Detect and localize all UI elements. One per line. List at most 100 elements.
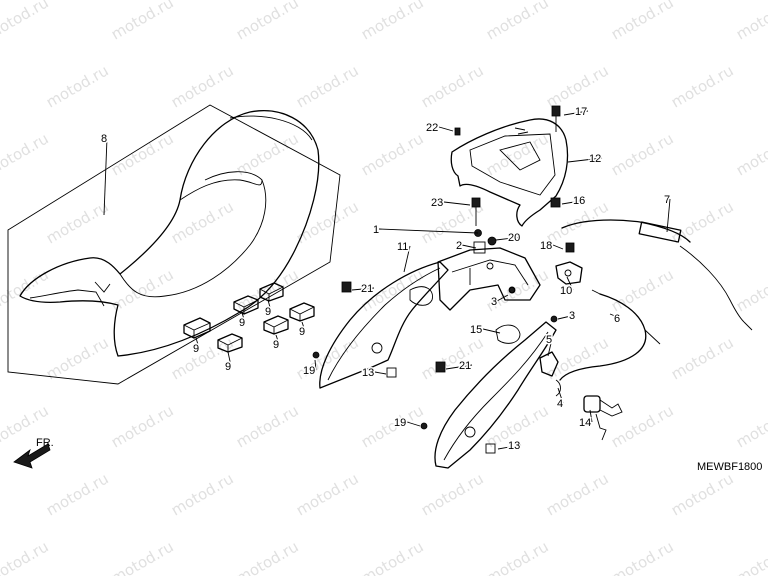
callout-number[interactable]: 9	[264, 305, 273, 320]
key-cylinder-14[interactable]	[583, 395, 623, 441]
callout-leader	[567, 157, 603, 163]
callout-leader	[609, 313, 621, 319]
bolt-23[interactable]	[471, 197, 481, 208]
watermark-text: motod.ru	[608, 401, 677, 451]
watermark-text: motod.ru	[543, 333, 612, 383]
seat-cushion-9-d[interactable]	[217, 333, 243, 353]
callout-number[interactable]: 1	[372, 223, 381, 238]
callout-number[interactable]: 23	[430, 196, 445, 211]
callout-number[interactable]: 5	[545, 333, 554, 348]
seat-cushion-9-f[interactable]	[289, 302, 315, 322]
watermark-text: motod.ru	[293, 61, 362, 111]
watermark-text: motod.ru	[108, 537, 177, 576]
side-cover-left-11[interactable]	[319, 261, 449, 389]
bolt-21-b[interactable]	[435, 361, 446, 373]
screw-19-b[interactable]	[420, 422, 428, 430]
callout-number[interactable]: 12	[588, 152, 603, 167]
watermark-text: motod.ru	[233, 401, 302, 451]
seat-bracket[interactable]	[437, 247, 541, 311]
callout-leader	[374, 371, 387, 375]
bolt-21-a[interactable]	[341, 281, 352, 293]
seat-cushion-9-a[interactable]	[183, 317, 211, 339]
callout-number[interactable]: 9	[238, 316, 247, 331]
seat-cushion-9-c[interactable]	[259, 282, 284, 302]
callout-number[interactable]: 15	[469, 323, 484, 338]
callout-leader	[495, 236, 522, 241]
callout-number[interactable]: 14	[578, 416, 593, 431]
callout-leader	[314, 359, 317, 371]
callout-leader	[241, 312, 246, 323]
seat-group-frame	[7, 104, 341, 385]
callout-number[interactable]: 18	[539, 239, 554, 254]
callout-number[interactable]: 9	[224, 360, 233, 375]
bolt-22[interactable]	[454, 127, 461, 136]
callout-number[interactable]: 10	[559, 284, 574, 299]
clip-3-a[interactable]	[509, 287, 515, 293]
callout-number[interactable]: 21	[458, 359, 473, 374]
callout-number[interactable]: 6	[613, 312, 622, 327]
callout-number[interactable]: 13	[507, 439, 522, 454]
diagram-code: MEWBF1800	[697, 461, 762, 473]
callout-leader	[666, 198, 671, 233]
callout-leader	[438, 126, 454, 132]
callout-leader	[497, 444, 522, 450]
clip-3-b[interactable]	[550, 315, 558, 323]
callout-number[interactable]: 9	[298, 325, 307, 340]
callout-number[interactable]: 4	[556, 397, 565, 412]
watermark-text: motod.ru	[733, 265, 768, 315]
watermark-text: motod.ru	[168, 469, 237, 519]
bolt-17[interactable]	[551, 105, 561, 117]
callout-number[interactable]: 8	[100, 132, 109, 147]
lock-bracket-5[interactable]	[539, 351, 561, 397]
watermark-text: motod.ru	[43, 197, 112, 247]
screw-19-a[interactable]	[312, 351, 320, 359]
callout-number[interactable]: 2	[455, 239, 464, 254]
bolt-18[interactable]	[565, 242, 575, 253]
front-arrow-icon	[13, 443, 51, 469]
callout-number[interactable]: 11	[396, 240, 410, 255]
callout-number[interactable]: 17	[574, 105, 589, 120]
watermark-text: motod.ru	[668, 469, 737, 519]
callout-number[interactable]: 9	[272, 338, 281, 353]
callout-labels: 1233456789999991011121313141516171819192…	[100, 105, 672, 454]
callout-number[interactable]: 3	[490, 295, 499, 310]
callout-leader	[406, 421, 421, 427]
callout-number[interactable]: 22	[425, 121, 440, 136]
callout-number[interactable]: 16	[572, 194, 587, 209]
callout-number[interactable]: 19	[302, 364, 317, 379]
callout-number[interactable]: 9	[192, 342, 201, 357]
front-label: FR.	[36, 437, 54, 449]
callout-leader	[275, 334, 280, 345]
watermark-text: motod.ru	[358, 0, 427, 43]
seat-cushion-9-e[interactable]	[263, 315, 289, 335]
seat-cushion-9-b[interactable]	[233, 295, 259, 315]
callout-leader	[547, 338, 553, 357]
callout-number[interactable]: 21	[360, 282, 375, 297]
collar-13-a[interactable]	[386, 367, 397, 378]
seat-part-8[interactable]	[19, 110, 320, 357]
watermark-text: motod.ru	[608, 537, 677, 576]
callout-number[interactable]: 3	[568, 309, 577, 324]
callout-leader	[378, 228, 479, 234]
callout-number[interactable]: 13	[361, 366, 376, 381]
collar-13-b[interactable]	[485, 443, 496, 454]
grab-rail-12[interactable]	[450, 118, 569, 227]
seat-lock-cable-6[interactable]	[559, 289, 661, 381]
callout-leader	[557, 314, 576, 320]
seat-lock-10[interactable]	[555, 261, 583, 285]
nut-16[interactable]	[550, 197, 561, 208]
side-cover-right-15[interactable]	[434, 321, 557, 469]
callout-number[interactable]: 7	[663, 193, 672, 208]
callout-number[interactable]: 19	[393, 416, 408, 431]
watermark-text: motod.ru	[733, 401, 768, 451]
callout-leader	[443, 201, 471, 206]
seat-lock-cable-7[interactable]	[561, 219, 753, 331]
watermark-text: motod.ru	[418, 61, 487, 111]
callout-number[interactable]: 20	[507, 231, 522, 246]
watermark-text: motod.ru	[483, 537, 552, 576]
callout-leader	[557, 387, 564, 404]
watermark-text: motod.ru	[483, 0, 552, 43]
watermark-text: motod.ru	[233, 0, 302, 43]
grommet-20[interactable]	[487, 236, 497, 246]
